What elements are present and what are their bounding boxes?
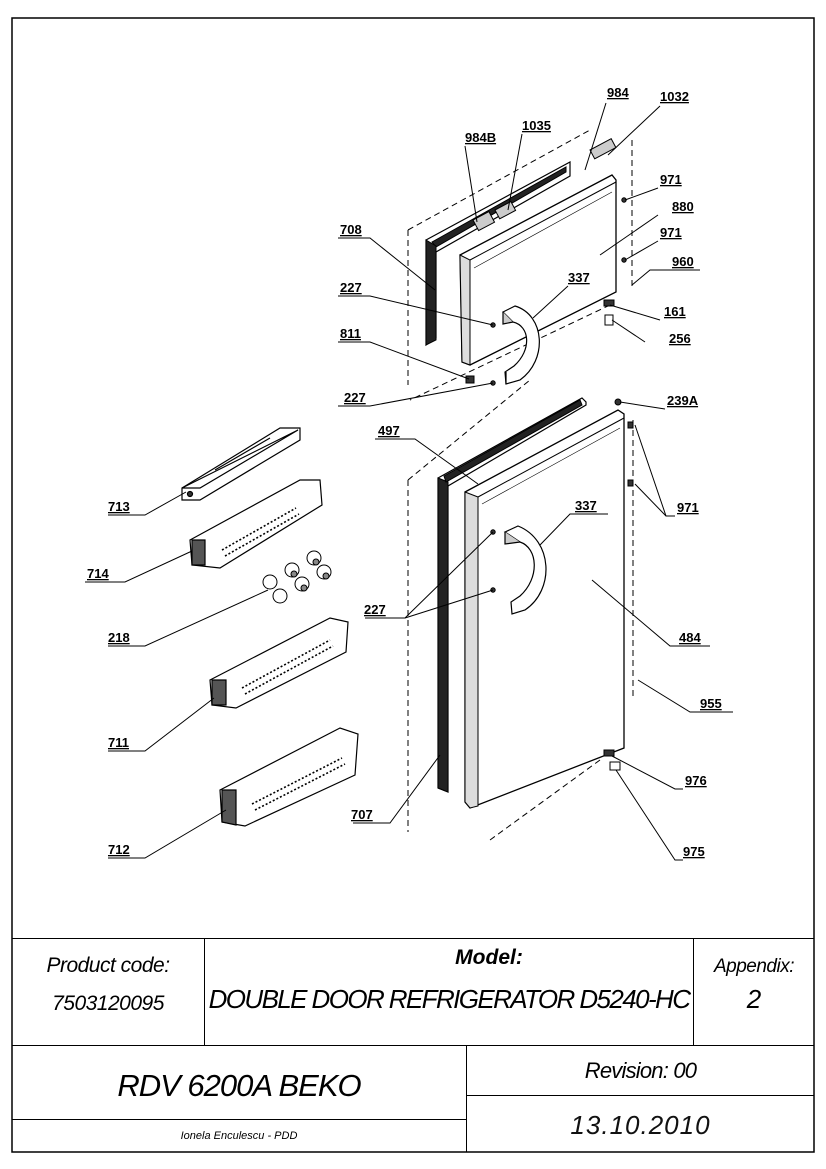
callout-984b: 984B (465, 130, 496, 145)
sheet-border (11, 17, 815, 1153)
lower-handle-337 (503, 525, 547, 615)
product-name: RDV 6200A BEKO (117, 1068, 361, 1103)
callout-1032: 1032 (660, 89, 689, 104)
product-code-label: Product code: (46, 954, 170, 977)
upper-handle-337 (501, 305, 540, 385)
upper-door-880 (459, 138, 617, 366)
callout-239a: 239A (667, 393, 699, 408)
callout-256: 256 (669, 331, 691, 346)
shelf-cover-713 (181, 427, 301, 501)
callout-971-c: 971 (677, 500, 699, 515)
shelf-714 (189, 479, 323, 569)
shelf-712 (219, 727, 359, 827)
date: 13.10.2010 (570, 1110, 711, 1140)
product-code-cell: Product code: 7503120095 (12, 938, 205, 1046)
lower-door-484 (464, 409, 625, 809)
egg-tray-218 (262, 550, 332, 604)
title-block (12, 938, 814, 1152)
model-name: DOUBLE DOOR REFRIGERATOR D5240-HC (208, 984, 691, 1014)
callout-811: 811 (340, 326, 361, 341)
upper-door-gasket-708 (425, 160, 571, 347)
callout-971-a: 971 (660, 172, 682, 187)
product-name-cell: RDV 6200A BEKO (12, 1046, 467, 1120)
callout-227-a: 227 (340, 280, 362, 295)
leader-lines (85, 102, 733, 861)
callout-713: 713 (108, 499, 130, 514)
product-code-value: 7503120095 (52, 992, 164, 1015)
author-cell: Ionela Enculescu - PDD (12, 1120, 467, 1152)
callout-161: 161 (664, 304, 686, 319)
callout-707: 707 (351, 807, 373, 822)
callout-712: 712 (108, 842, 130, 857)
callout-337-a: 337 (568, 270, 590, 285)
callout-337-b: 337 (575, 498, 597, 513)
callout-955: 955 (700, 696, 722, 711)
appendix-cell: Appendix: 2 (694, 938, 814, 1046)
dashed-guides (407, 129, 634, 841)
callout-708: 708 (340, 222, 362, 237)
callout-1035: 1035 (522, 118, 551, 133)
callout-labels: 984 1032 984B 1035 971 880 708 971 960 2… (87, 85, 722, 859)
lower-door-gasket-707 (437, 397, 587, 793)
appendix-value: 2 (746, 984, 762, 1014)
callout-976: 976 (685, 773, 707, 788)
upper-hinge-parts (465, 197, 627, 386)
callout-960: 960 (672, 254, 694, 269)
callout-880: 880 (672, 199, 694, 214)
revision-cell: Revision: 00 (467, 1046, 814, 1096)
model-label: Model: (455, 946, 523, 969)
appendix-label: Appendix: (713, 956, 795, 977)
callout-484: 484 (679, 630, 701, 645)
shelf-711 (209, 617, 349, 709)
callout-218: 218 (108, 630, 130, 645)
callout-975: 975 (683, 844, 705, 859)
revision: Revision: 00 (584, 1058, 697, 1083)
callout-714: 714 (87, 566, 109, 581)
callout-227-b: 227 (344, 390, 366, 405)
callout-984: 984 (607, 85, 629, 100)
callout-971-b: 971 (660, 225, 682, 240)
model-cell: Model: DOUBLE DOOR REFRIGERATOR D5240-HC (205, 938, 694, 1046)
callout-227-c: 227 (364, 602, 386, 617)
author: Ionela Enculescu - PDD (180, 1130, 298, 1142)
callout-711: 711 (108, 735, 129, 750)
date-cell: 13.10.2010 (467, 1096, 814, 1152)
callout-497: 497 (378, 423, 400, 438)
